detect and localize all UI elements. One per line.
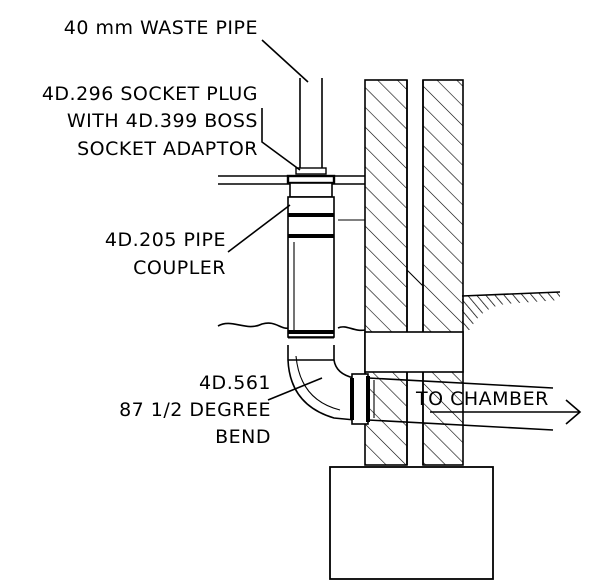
- label-bend-line2: 87 1/2 DEGREE: [119, 399, 271, 421]
- label-coupler-line1: 4D.205 PIPE: [105, 229, 226, 251]
- label-bend-line3: BEND: [215, 426, 271, 448]
- outlet-pipe: [367, 377, 554, 431]
- leader-lines: [227, 39, 323, 401]
- label-coupler-line2: COUPLER: [133, 257, 226, 279]
- pipe-coupler: [287, 196, 335, 339]
- label-socket-plug-line2: WITH 4D.399 BOSS: [67, 110, 258, 132]
- ground-hatch: [461, 291, 561, 330]
- ground-line: [217, 322, 366, 332]
- foundation-block: [329, 466, 494, 580]
- chamber-arrow-icon: [430, 399, 582, 425]
- label-waste-pipe: 40 mm WASTE PIPE: [64, 17, 258, 39]
- wall-cavity: [406, 80, 424, 465]
- socket-plug: [286, 174, 336, 198]
- waste-pipe: [295, 78, 327, 175]
- wall-left-leaf: [364, 79, 408, 466]
- label-socket-plug-line3: SOCKET ADAPTOR: [77, 138, 258, 160]
- label-socket-plug-line1: 4D.296 SOCKET PLUG: [42, 83, 258, 105]
- wall-opening: [364, 331, 464, 373]
- label-to-chamber: TO CHAMBER: [415, 388, 549, 410]
- pipe-bend: [287, 345, 370, 425]
- wall-right-leaf: [422, 79, 464, 466]
- label-bend-line1: 4D.561: [199, 372, 271, 394]
